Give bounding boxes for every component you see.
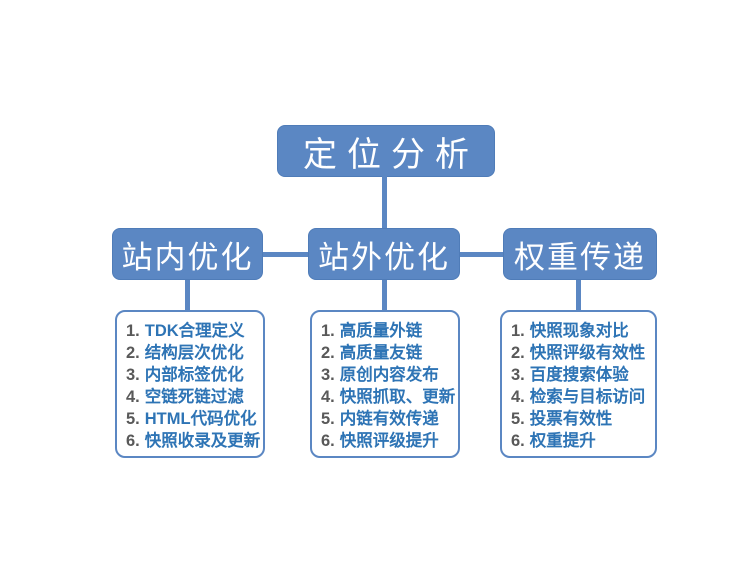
connector-branch1-branch2 bbox=[459, 252, 504, 257]
item-number: 4. bbox=[511, 388, 525, 406]
item-text: 原创内容发布 bbox=[339, 366, 439, 384]
list-item: 2.快照评级有效性 bbox=[511, 342, 651, 364]
item-number: 1. bbox=[321, 322, 335, 340]
item-text: 权重提升 bbox=[529, 432, 596, 450]
item-number: 4. bbox=[321, 388, 335, 406]
list-item: 1.TDK合理定义 bbox=[126, 320, 259, 342]
item-text: 检索与目标访问 bbox=[529, 388, 646, 406]
list-item: 1.高质量外链 bbox=[321, 320, 454, 342]
item-text: 内部标签优化 bbox=[144, 366, 244, 384]
item-number: 5. bbox=[321, 410, 335, 428]
item-number: 2. bbox=[511, 344, 525, 362]
list-item: 6.权重提升 bbox=[511, 430, 651, 452]
item-text: 投票有效性 bbox=[529, 410, 613, 428]
item-number: 6. bbox=[511, 432, 525, 450]
item-text: 空链死链过滤 bbox=[144, 388, 244, 406]
list-item: 3.百度搜索体验 bbox=[511, 364, 651, 386]
list-item: 2.结构层次优化 bbox=[126, 342, 259, 364]
branch-node-offsite-optimization: 站外优化 bbox=[308, 228, 460, 280]
item-text: HTML代码优化 bbox=[144, 410, 257, 428]
item-text: 高质量友链 bbox=[339, 344, 423, 362]
item-text: 快照评级有效性 bbox=[529, 344, 646, 362]
branch-node-onsite-optimization: 站内优化 bbox=[112, 228, 263, 280]
list-item: 3.内部标签优化 bbox=[126, 364, 259, 386]
item-number: 2. bbox=[321, 344, 335, 362]
item-text: 快照评级提升 bbox=[339, 432, 439, 450]
item-number: 5. bbox=[126, 410, 140, 428]
list-item: 4.检索与目标访问 bbox=[511, 386, 651, 408]
item-number: 3. bbox=[126, 366, 140, 384]
list-item: 4.快照抓取、更新 bbox=[321, 386, 456, 408]
list-item: 4.空链死链过滤 bbox=[126, 386, 259, 408]
item-text: 百度搜索体验 bbox=[529, 366, 629, 384]
item-number: 1. bbox=[126, 322, 140, 340]
branch-node-weight-transfer: 权重传递 bbox=[503, 228, 657, 280]
connector-branch1-to-list bbox=[382, 279, 387, 311]
item-number: 1. bbox=[511, 322, 525, 340]
list-item: 6.快照收录及更新 bbox=[126, 430, 261, 452]
list-item: 6.快照评级提升 bbox=[321, 430, 454, 452]
connector-branch0-branch1 bbox=[261, 252, 309, 257]
item-number: 3. bbox=[321, 366, 335, 384]
item-text: 快照抓取、更新 bbox=[339, 388, 456, 406]
connector-branch2-to-list bbox=[576, 279, 581, 311]
item-text: 高质量外链 bbox=[339, 322, 423, 340]
list-item: 5.投票有效性 bbox=[511, 408, 651, 430]
connector-root-to-branch bbox=[382, 176, 387, 229]
list-item: 5.内链有效传递 bbox=[321, 408, 454, 430]
item-number: 5. bbox=[511, 410, 525, 428]
item-number: 2. bbox=[126, 344, 140, 362]
item-text: 快照收录及更新 bbox=[144, 432, 261, 450]
item-text: 内链有效传递 bbox=[339, 410, 439, 428]
root-node-positioning-analysis: 定位分析 bbox=[277, 125, 495, 177]
list-item: 2.高质量友链 bbox=[321, 342, 454, 364]
item-text: 快照现象对比 bbox=[529, 322, 629, 340]
list-item: 3.原创内容发布 bbox=[321, 364, 454, 386]
item-number: 6. bbox=[321, 432, 335, 450]
list-item: 5.HTML代码优化 bbox=[126, 408, 259, 430]
list-item: 1.快照现象对比 bbox=[511, 320, 651, 342]
item-text: 结构层次优化 bbox=[144, 344, 244, 362]
item-number: 6. bbox=[126, 432, 140, 450]
item-number: 4. bbox=[126, 388, 140, 406]
connector-branch0-to-list bbox=[185, 279, 190, 311]
item-text: TDK合理定义 bbox=[144, 322, 245, 340]
item-number: 3. bbox=[511, 366, 525, 384]
